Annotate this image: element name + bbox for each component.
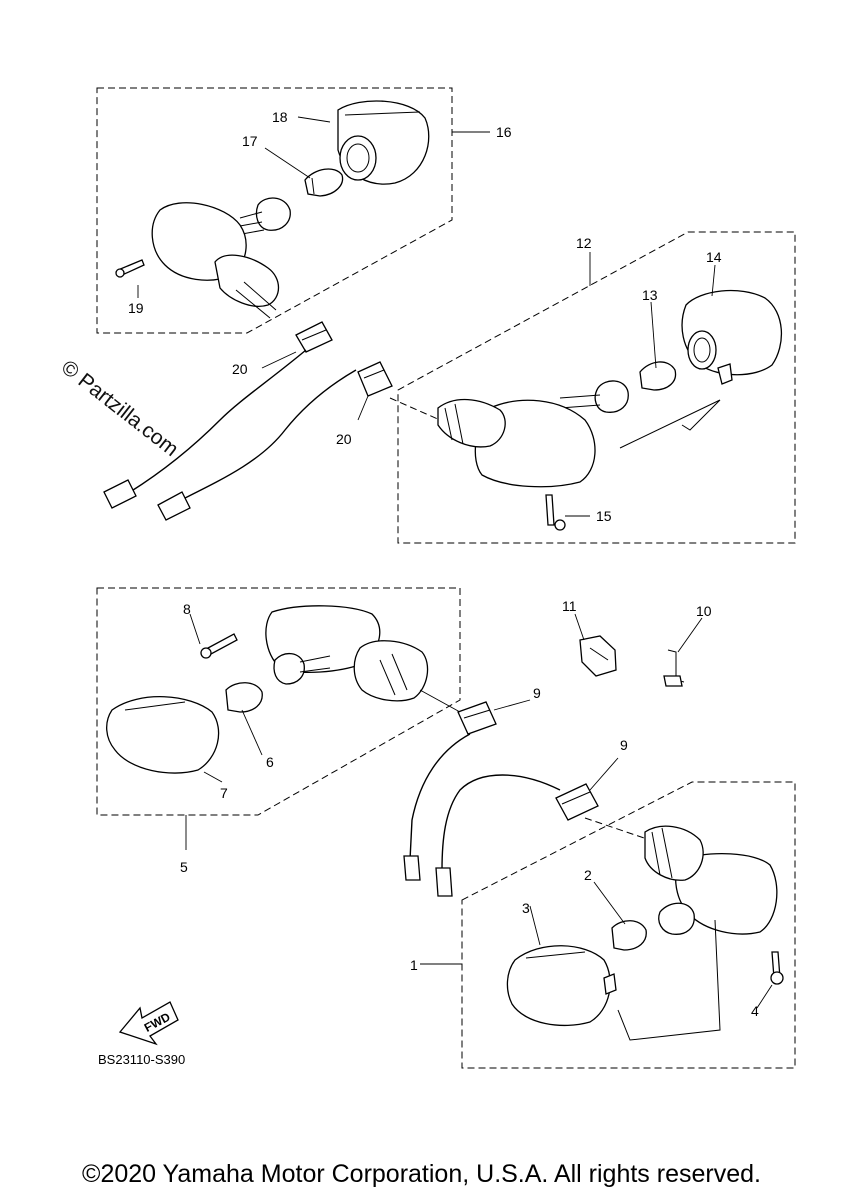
wire-connector-20-upper (295, 321, 333, 353)
callout-3: 3 (522, 900, 530, 916)
band-10 (663, 649, 685, 687)
watermark-text: © Partzilla.com (57, 356, 183, 461)
callout-1: 1 (410, 957, 418, 973)
wire-connector-20-lower (357, 361, 393, 397)
copyright-notice: ©2020 Yamaha Motor Corporation, U.S.A. A… (82, 1160, 761, 1188)
turn-signal-assembly-16 (96, 87, 453, 334)
callout-2: 2 (584, 867, 592, 883)
wire-harness-upper (103, 349, 357, 521)
callout-17: 17 (242, 133, 258, 149)
callout-20-lower: 20 (336, 431, 352, 447)
wire-connector-9-upper (457, 701, 497, 735)
callout-10: 10 (696, 603, 712, 619)
callout-12: 12 (576, 235, 592, 251)
callout-20-upper: 20 (232, 361, 248, 377)
diagram-code: BS23110-S390 (98, 1052, 185, 1067)
callout-9-upper: 9 (533, 685, 541, 701)
callout-11: 11 (562, 598, 577, 614)
wire-connector-9-lower (555, 783, 599, 821)
callout-7: 7 (220, 785, 228, 801)
turn-signal-assembly-5 (96, 587, 461, 816)
clip-11 (579, 635, 617, 677)
callout-5: 5 (180, 859, 188, 875)
turn-signal-assembly-12 (389, 231, 796, 544)
wire-harness-lower (403, 733, 561, 897)
callout-8: 8 (183, 601, 191, 617)
callout-6: 6 (266, 754, 274, 770)
callout-16: 16 (496, 124, 512, 140)
callout-13: 13 (642, 287, 658, 303)
callout-18: 18 (272, 109, 288, 125)
turn-signal-assembly-1 (461, 781, 796, 1069)
callout-14: 14 (706, 249, 722, 265)
callout-4: 4 (751, 1003, 759, 1019)
callout-9-lower: 9 (620, 737, 628, 753)
fwd-arrow-icon: FWD (118, 1001, 179, 1046)
callout-19: 19 (128, 300, 144, 316)
callout-15: 15 (596, 508, 612, 524)
